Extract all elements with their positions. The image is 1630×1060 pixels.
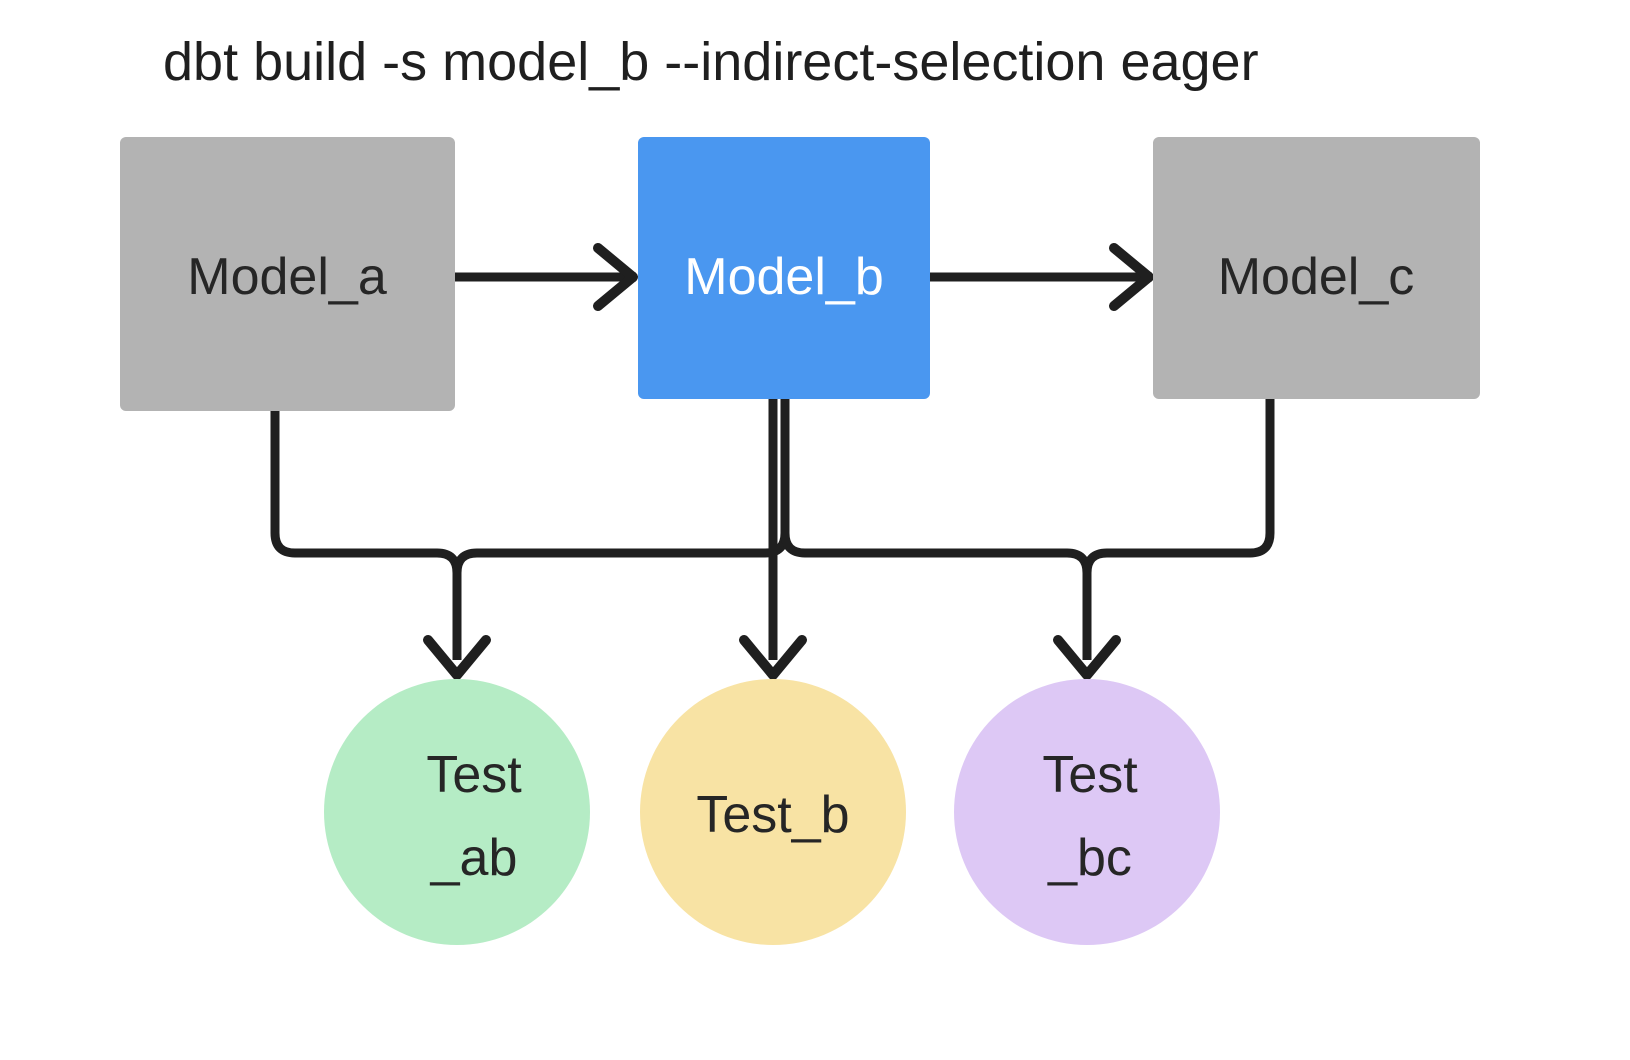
arrowhead-test-ab [423, 635, 491, 680]
model-a-box[interactable] [120, 137, 455, 411]
test-ab-circle[interactable] [324, 679, 590, 945]
model-b-box[interactable] [638, 137, 930, 399]
edge-model-a-to-model-b [452, 243, 638, 311]
arrowhead-test-b [739, 635, 807, 680]
model-node-model-c[interactable]: Model_c [1153, 137, 1480, 399]
model-a-label: Model_a [187, 248, 387, 306]
edge-model-b-to-model-c [928, 243, 1154, 311]
test-bc-label-line-2: _bc [1047, 829, 1132, 887]
model-c-label: Model_c [1218, 248, 1415, 306]
model-node-model-a[interactable]: Model_a [120, 137, 455, 411]
diagram-title: dbt build -s model_b --indirect-selectio… [163, 32, 1259, 92]
edge-model-c-to-test-bc [1082, 399, 1275, 660]
test-bc-label-line-1: Test [1042, 746, 1138, 804]
test-node-test-bc[interactable]: Test _bc [954, 679, 1220, 945]
test-ab-label-line-1: Test [426, 746, 522, 804]
test-ab-label-line-2: _ab [430, 829, 518, 887]
arrowhead-test-bc [1053, 635, 1121, 680]
model-node-model-b[interactable]: Model_b [638, 137, 930, 399]
test-bc-circle[interactable] [954, 679, 1220, 945]
test-b-circle[interactable] [640, 679, 906, 945]
model-b-label: Model_b [684, 248, 883, 306]
test-b-label: Test_b [696, 786, 849, 844]
edge-layer [270, 243, 1275, 680]
model-c-box[interactable] [1153, 137, 1480, 399]
test-node-test-b[interactable]: Test_b [640, 679, 906, 945]
test-node-test-ab[interactable]: Test _ab [324, 679, 590, 945]
